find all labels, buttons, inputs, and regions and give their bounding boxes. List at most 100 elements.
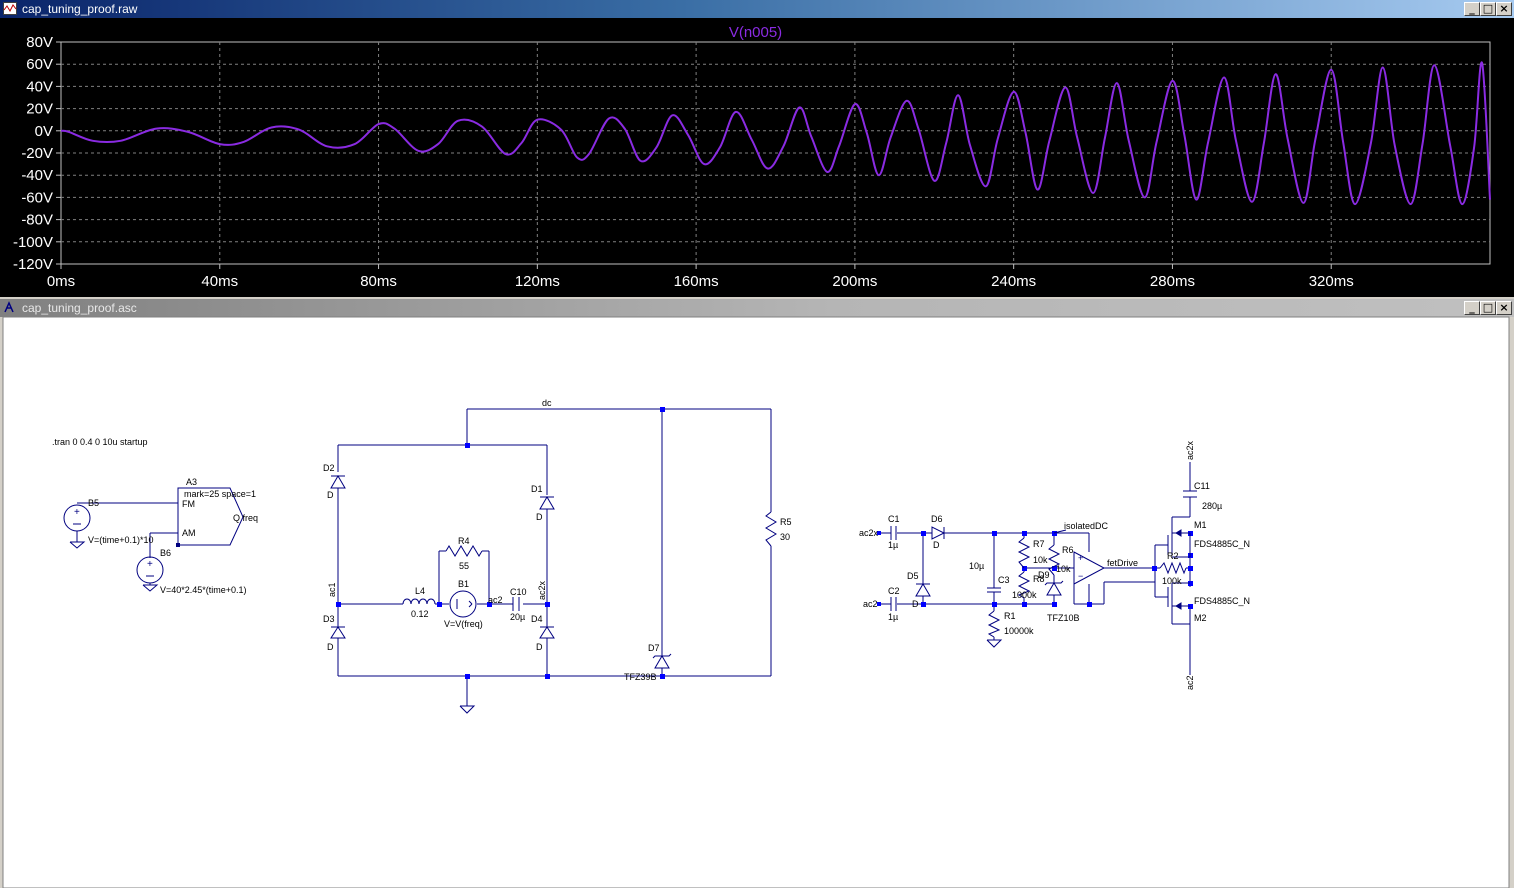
b5-label: B5 [88, 498, 99, 508]
m1-mosfet-icon [1167, 516, 1191, 558]
r6-resistor-icon [1047, 544, 1061, 576]
trace-line-V(n005)[interactable] [60, 61, 1491, 206]
net-ac2-right: ac2 [1185, 675, 1195, 690]
diodes [330, 475, 1064, 669]
waveform-titlebar[interactable]: cap_tuning_proof.raw _ □ × [0, 0, 1514, 18]
close-button[interactable]: × [1496, 2, 1512, 16]
y-tick-label: 40V [26, 78, 53, 95]
capacitors [512, 490, 1197, 611]
d5-value: D [912, 599, 919, 609]
d3-value: D [327, 642, 334, 652]
schematic-titlebar[interactable]: cap_tuning_proof.asc _ □ × [0, 299, 1514, 317]
a3-modulator-block [177, 487, 244, 546]
m2-label: M2 [1194, 613, 1207, 623]
svg-text:+: + [147, 559, 153, 570]
b1-label: B1 [458, 579, 469, 589]
r5-resistor-icon [765, 511, 777, 547]
b6-label: B6 [160, 548, 171, 558]
l4-value: 0.12 [411, 609, 429, 619]
schematic-window-title: cap_tuning_proof.asc [22, 301, 137, 315]
d2-diode-icon [330, 475, 346, 489]
tran-directive[interactable]: .tran 0 0.4 0 10u startup [52, 437, 148, 447]
c11-label: C11 [1194, 481, 1210, 491]
y-tick-label: -60V [21, 189, 53, 206]
y-tick-label: 80V [26, 34, 53, 51]
r2-value: 100k [1162, 576, 1182, 586]
r4-label: R4 [458, 536, 470, 546]
waveform-window-title: cap_tuning_proof.raw [22, 2, 138, 16]
d1-diode-icon [539, 496, 555, 510]
minimize-button[interactable]: _ [1464, 301, 1480, 315]
voltage-sources: + + [63, 504, 477, 618]
y-tick-label: -100V [13, 234, 53, 251]
r8-label: R8 [1033, 574, 1045, 584]
y-tick-label: -80V [21, 212, 53, 229]
l4-inductor-icon [402, 598, 436, 605]
maximize-button[interactable]: □ [1480, 301, 1496, 315]
d4-label: D4 [531, 614, 543, 624]
d6-diode-icon [931, 526, 946, 540]
d9-value: TFZ10B [1047, 613, 1080, 623]
r7-label: R7 [1033, 539, 1045, 549]
r2-resistor-icon [1159, 561, 1187, 575]
net-flags [1053, 529, 1108, 569]
m1-label: M1 [1194, 520, 1207, 530]
maximize-button[interactable]: □ [1480, 2, 1496, 16]
x-tick-label: 240ms [991, 273, 1036, 290]
y-tick-label: -40V [21, 167, 53, 184]
svg-text:+: + [74, 507, 80, 518]
r8-value: 1000k [1012, 590, 1037, 600]
net-fetdrive: fetDrive [1107, 558, 1138, 568]
ground-icon [986, 639, 1003, 648]
a3-am-pin: AM [182, 528, 196, 538]
net-ac2x-mid: ac2x [859, 528, 879, 538]
ground-icon [459, 705, 476, 714]
c3-label: C3 [998, 575, 1010, 585]
r7-resistor-icon [1017, 537, 1031, 569]
r8-resistor-icon [1017, 571, 1031, 599]
b1-expression: V=V(freq) [444, 619, 483, 629]
c3-value: 10µ [969, 561, 984, 571]
schematic-canvas[interactable]: + + [0, 299, 1514, 888]
y-tick-label: 60V [26, 56, 53, 73]
close-button[interactable]: × [1496, 301, 1512, 315]
d5-diode-icon [915, 583, 931, 597]
d2-value: D [327, 490, 334, 500]
y-tick-label: -120V [13, 256, 53, 273]
c1-label: C1 [888, 514, 900, 524]
trace-title[interactable]: V(n005) [729, 24, 782, 41]
d7-zener-icon [654, 655, 670, 669]
schematic-window: cap_tuning_proof.asc _ □ × [0, 299, 1514, 888]
plot-background [0, 18, 1514, 297]
y-tick-label: 0V [35, 123, 53, 140]
b5-expression: V=(time+0.1)*10 [88, 535, 154, 545]
b6-expression: V=40*2.45*(time+0.1) [160, 585, 247, 595]
waveform-app-icon [3, 2, 17, 15]
schematic-labels: .tran 0 0.4 0 10u startup B5 V=(time+0.1… [52, 398, 1250, 690]
opamp-icon [1073, 551, 1106, 585]
x-tick-label: 320ms [1309, 273, 1354, 290]
c10-label: C10 [510, 587, 527, 597]
net-ac2-mid: ac2 [863, 599, 878, 609]
r5-value: 30 [780, 532, 790, 542]
m2-mosfet-icon [1167, 582, 1190, 625]
net-ac2-left: ac2 [488, 595, 503, 605]
d3-label: D3 [323, 614, 335, 624]
d4-diode-icon [539, 626, 555, 639]
r2-label: R2 [1167, 551, 1179, 561]
r6-label: R6 [1062, 545, 1074, 555]
x-tick-label: 0ms [47, 273, 75, 290]
r5-label: R5 [780, 517, 792, 527]
x-tick-label: 40ms [201, 273, 238, 290]
d6-value: D [933, 540, 940, 550]
d9-label: D9 [1038, 570, 1050, 580]
c1-value: 1µ [888, 540, 898, 550]
c2-label: C2 [888, 586, 900, 596]
x-tick-label: 160ms [674, 273, 719, 290]
minimize-button[interactable]: _ [1464, 2, 1480, 16]
waveform-plot[interactable]: 80V60V40V20V0V-20V-40V-60V-80V-100V-120V… [0, 18, 1514, 297]
mosfets [1167, 516, 1191, 625]
schematic-wires [77, 408, 1191, 706]
schematic-background [2, 316, 1510, 888]
